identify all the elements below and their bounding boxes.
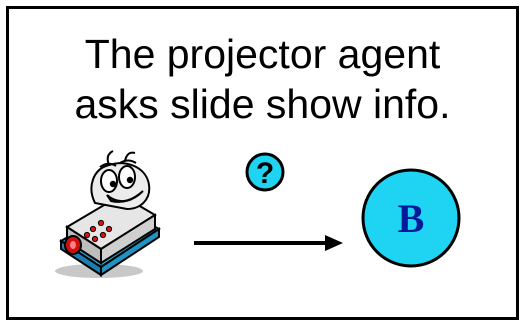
caption-line-1: The projector agent bbox=[84, 31, 441, 77]
question-mark-circle-icon: ? bbox=[245, 152, 285, 192]
caption: The projector agent asks slide show info… bbox=[9, 29, 516, 129]
target-node-label: B bbox=[398, 196, 425, 241]
slide-frame: The projector agent asks slide show info… bbox=[6, 6, 519, 320]
target-node-b: B bbox=[361, 168, 461, 268]
projector-agent-icon bbox=[55, 150, 161, 278]
arrow bbox=[194, 235, 343, 251]
diagram-scene: ? B bbox=[55, 150, 461, 278]
caption-line-2: asks slide show info. bbox=[74, 81, 451, 127]
question-glyph: ? bbox=[256, 157, 274, 190]
